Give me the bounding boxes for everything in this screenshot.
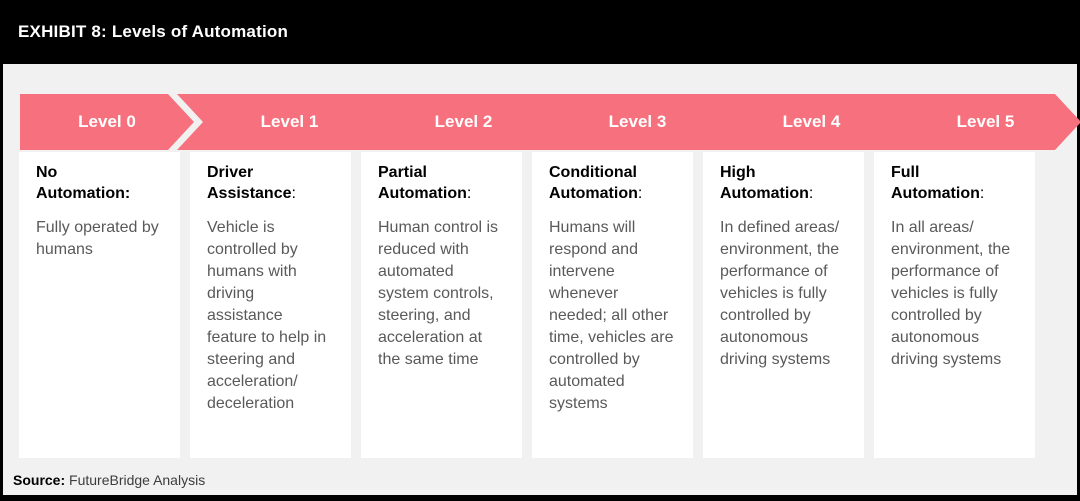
source-text: FutureBridge Analysis	[65, 472, 206, 488]
level-card-5-title: Full Automation	[891, 164, 980, 202]
level-card-0-description: Fully operated by humans	[36, 219, 159, 258]
level-arrow-2-label: Level 2	[434, 112, 493, 131]
level-card-2: Partial Automation: Human control is red…	[361, 152, 522, 458]
level-card-2-description: Human control is reduced with automated …	[378, 219, 499, 368]
level-card-1-title: Driver Assistance	[207, 164, 292, 202]
level-arrow-4-label: Level 4	[782, 112, 841, 131]
level-arrow-0: Level 0	[20, 94, 194, 150]
level-card-2-colon: :	[466, 185, 472, 202]
level-arrow-1: Level 1	[177, 94, 385, 150]
level-arrow-band: Level 0 Level 1 Level 2 Level 3 Level 4 …	[3, 94, 1077, 150]
level-arrow-4: Level 4	[699, 94, 907, 150]
level-card-5-description: In all areas/ environment, the performan…	[891, 219, 1011, 368]
level-card-1-description: Vehicle is controlled by humans with dri…	[207, 219, 327, 412]
level-card-5-colon: :	[979, 185, 985, 202]
level-arrow-5-label: Level 5	[956, 112, 1015, 131]
level-arrow-5: Level 5	[873, 94, 1080, 150]
level-arrow-1-label: Level 1	[260, 112, 319, 131]
level-arrow-3-label: Level 3	[608, 112, 667, 131]
source-line: Source: FutureBridge Analysis	[13, 472, 205, 488]
level-card-4-title: High Automation	[720, 164, 809, 202]
level-card-5: Full Automation: In all areas/ environme…	[874, 152, 1035, 458]
level-arrow-3: Level 3	[525, 94, 733, 150]
level-arrow-2: Level 2	[351, 94, 559, 150]
level-card-0: No Automation: Fully operated by humans	[19, 152, 180, 458]
level-card-0-title: No Automation	[36, 164, 125, 202]
level-card-3-colon: :	[637, 185, 643, 202]
level-card-4-description: In defined areas/ environment, the perfo…	[720, 219, 840, 368]
level-arrow-0-label: Level 0	[78, 112, 136, 131]
level-card-3-description: Humans will respond and intervene whenev…	[549, 219, 674, 412]
exhibit-body: Level 0 Level 1 Level 2 Level 3 Level 4 …	[3, 64, 1077, 495]
exhibit-title: EXHIBIT 8: Levels of Automation	[18, 22, 289, 41]
source-label: Source:	[13, 472, 66, 488]
level-card-2-title: Partial Automation	[378, 164, 467, 202]
level-card-1: Driver Assistance: Vehicle is controlled…	[190, 152, 351, 458]
level-card-4: High Automation: In defined areas/ envir…	[703, 152, 864, 458]
level-card-3: Conditional Automation: Humans will resp…	[532, 152, 693, 458]
level-card-4-colon: :	[808, 185, 814, 202]
level-card-3-title: Conditional Automation	[549, 164, 638, 202]
level-card-0-colon: :	[124, 185, 131, 202]
level-card-1-colon: :	[291, 185, 296, 202]
